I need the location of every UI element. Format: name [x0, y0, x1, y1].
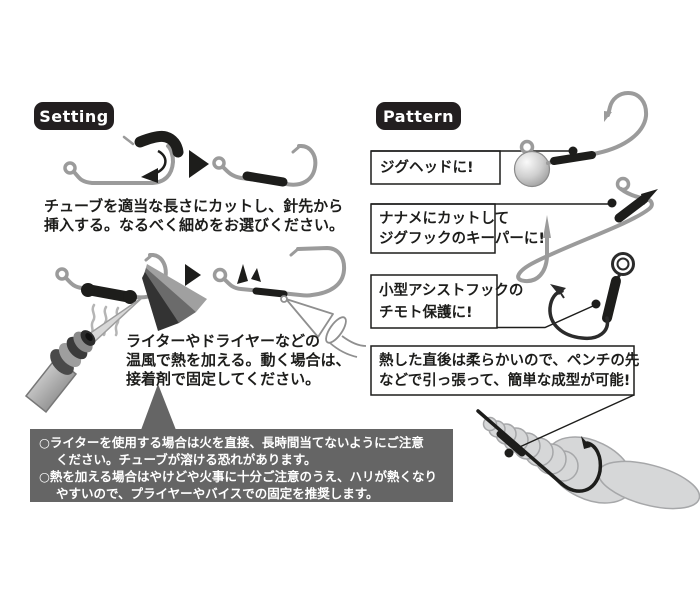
callout-dot-4	[504, 448, 514, 458]
hook-with-tube-icon	[212, 144, 318, 187]
hook-icon	[63, 135, 176, 185]
callout-dot-1	[568, 146, 578, 156]
tube-on-worm-hook-icon	[496, 430, 526, 457]
step-arrow-icon	[189, 150, 209, 178]
caption-box-borders	[370, 150, 635, 396]
pattern-caption-4: 熱した直後は柔らかいので、ペンチの先 などで引っ張って、簡単な成型が可能!	[379, 351, 639, 391]
callout-line-3	[497, 305, 594, 329]
shrunk-tube-icon	[252, 287, 288, 298]
warning-line4: やすいので、プライヤーやバイスでの固定を推奨します。	[56, 486, 379, 501]
warning-line3: ○熱を加える場合はやけどや火事に十分ご注意のうえ、ハリが熱くなり	[39, 469, 438, 484]
worm-icon	[476, 409, 700, 510]
tube-on-jighead-icon	[550, 151, 596, 165]
step1-line1: チューブを適当な長さにカットし、針先から	[44, 197, 344, 215]
slant-cut-tube-icon	[614, 194, 649, 223]
hook-fixed-icon	[212, 245, 347, 298]
pattern-caption-2-line1: ナナメにカットして	[379, 211, 510, 227]
callout-dot-3	[591, 299, 601, 309]
hook-insert-step-icon	[63, 130, 318, 187]
step2-line1: ライターやドライヤーなどの	[126, 332, 320, 350]
glue-tube-icon	[280, 295, 367, 358]
caption-box-3	[370, 274, 498, 329]
step1-line2: 挿入する。なるべく細めをお選びください。	[44, 216, 345, 234]
callout-dot-2	[607, 198, 617, 208]
solid-ring-icon	[611, 252, 635, 276]
pattern-caption-1: ジグヘッドに!	[380, 158, 474, 178]
warning-line1: ○ライターを使用する場合は火を直接、長時間当てないようにご注意	[39, 435, 424, 450]
pattern-caption-3-line2: チモト保護に!	[379, 305, 473, 321]
warning-box: ○ライターを使用する場合は火を直接、長時間当てないようにご注意 ください。チュー…	[30, 429, 453, 502]
pattern-caption-4-line2: などで引っ張って、簡単な成型が可能!	[379, 373, 631, 389]
shrinking-tube-icon	[81, 283, 137, 304]
step2-caption: ライターやドライヤーなどの 温風で熱を加える。動く場合は、 接着剤で固定してくだ…	[126, 332, 351, 389]
tube-on-hook-icon	[242, 171, 288, 187]
warning-line2: ください。チューブが溶ける恐れがあります。	[56, 452, 317, 467]
jighead-icon	[513, 90, 649, 188]
tube-piece-icon	[134, 130, 184, 158]
setting-badge: Setting	[34, 102, 114, 130]
step1-caption: チューブを適当な長さにカットし、針先から 挿入する。なるべく細めをお選びください…	[44, 197, 344, 235]
pattern-badge: Pattern	[376, 102, 461, 130]
pattern-caption-1-line1: ジグヘッドに!	[380, 160, 474, 176]
lighter-icon	[24, 296, 144, 414]
step2-line3: 接着剤で固定してください。	[126, 370, 321, 388]
assist-hook-icon	[548, 252, 635, 341]
callout-line-4	[512, 394, 635, 451]
hot-air-fan-icon	[142, 264, 207, 331]
keeper-hook-icon	[516, 176, 658, 284]
pattern-caption-4-line1: 熱した直後は柔らかいので、ペンチの先	[379, 353, 640, 369]
emphasis-marks-icon	[237, 264, 261, 284]
chimoto-tube-icon	[602, 276, 621, 323]
heating-step-icon	[24, 245, 367, 414]
warning-tail	[141, 384, 176, 430]
pattern-caption-2: ナナメにカットして ジグフックのキーパーに!	[379, 209, 545, 249]
pattern-caption-2-line2: ジグフックのキーパーに!	[379, 231, 545, 247]
pattern-caption-3-line1: 小型アシストフックの	[379, 283, 524, 299]
callout-dots	[504, 146, 617, 458]
step2-line2: 温風で熱を加える。動く場合は、	[126, 351, 351, 369]
pattern-caption-3: 小型アシストフックの チモト保護に!	[379, 280, 523, 324]
caption-box-4	[370, 345, 635, 396]
step-arrow-icon	[185, 264, 201, 286]
insert-arrow-icon	[141, 149, 167, 183]
